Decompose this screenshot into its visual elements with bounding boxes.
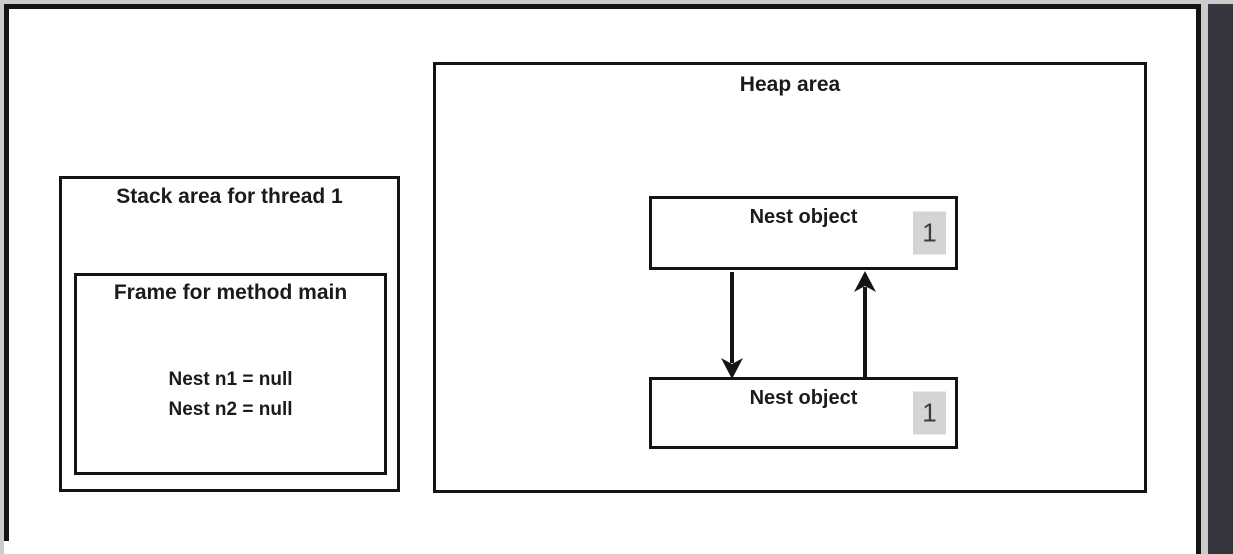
frame-box: Frame for method main Nest n1 = null Nes… (74, 273, 387, 475)
frame-variables: Nest n1 = null Nest n2 = null (77, 365, 384, 425)
heap-area-title: Heap area (739, 73, 841, 96)
ref-count-badge: 1 (913, 391, 946, 435)
stack-area-title: Stack area for thread 1 (116, 185, 343, 208)
frame-title: Frame for method main (113, 281, 348, 304)
figure-outer-border (4, 4, 1196, 541)
nest-object-label: Nest object (749, 387, 858, 409)
page-right-edge-line (1196, 0, 1201, 554)
nest-object-box-2: Nest object 1 (649, 377, 958, 449)
nest-object-box-1: Nest object 1 (649, 196, 958, 270)
chrome-top-strip (0, 0, 1233, 4)
ref-count-badge: 1 (913, 211, 946, 255)
side-panel (1208, 0, 1233, 554)
frame-variable-n1: Nest n1 = null (168, 369, 293, 390)
nest-object-label: Nest object (749, 206, 858, 228)
frame-variable-n2: Nest n2 = null (168, 399, 293, 420)
right-gap-strip (1201, 0, 1208, 554)
chrome-left-strip (0, 0, 4, 554)
